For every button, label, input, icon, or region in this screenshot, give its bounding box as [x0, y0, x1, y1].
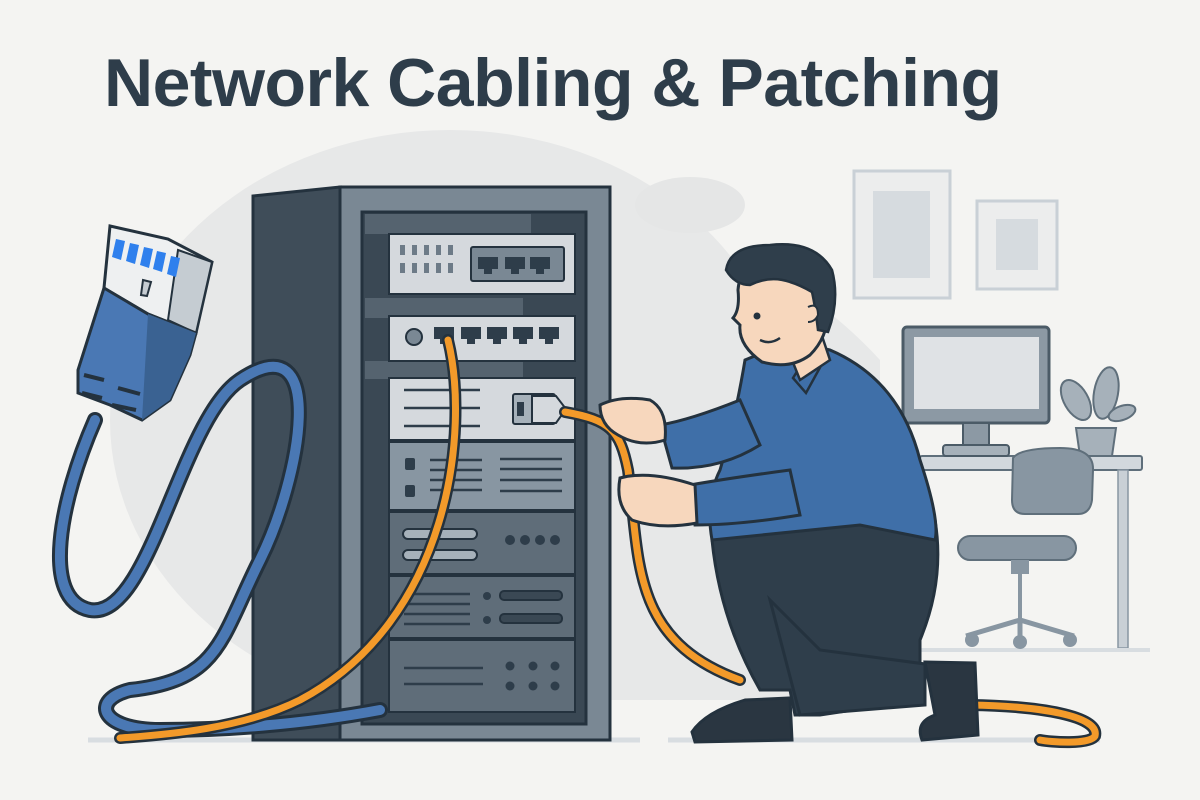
rj45-plug-icon	[76, 224, 214, 422]
office-chair	[957, 446, 1095, 649]
rack-unit-switch	[388, 315, 576, 362]
rack-unit-server-5	[388, 639, 576, 713]
wall-frame-small	[975, 199, 1059, 291]
monitor	[901, 325, 1051, 457]
rack-unit-server-1	[388, 377, 576, 441]
technician	[598, 243, 980, 744]
rack-unit-server-2	[388, 441, 576, 511]
rack-unit-patch-panel	[388, 233, 576, 295]
potted-plant	[1059, 366, 1137, 457]
server-rack	[251, 185, 612, 742]
rack-unit-server-4	[388, 575, 576, 639]
ethernet-port-icon	[478, 257, 550, 274]
page-title: Network Cabling & Patching	[104, 45, 1002, 121]
wall-frame-large	[852, 169, 952, 300]
